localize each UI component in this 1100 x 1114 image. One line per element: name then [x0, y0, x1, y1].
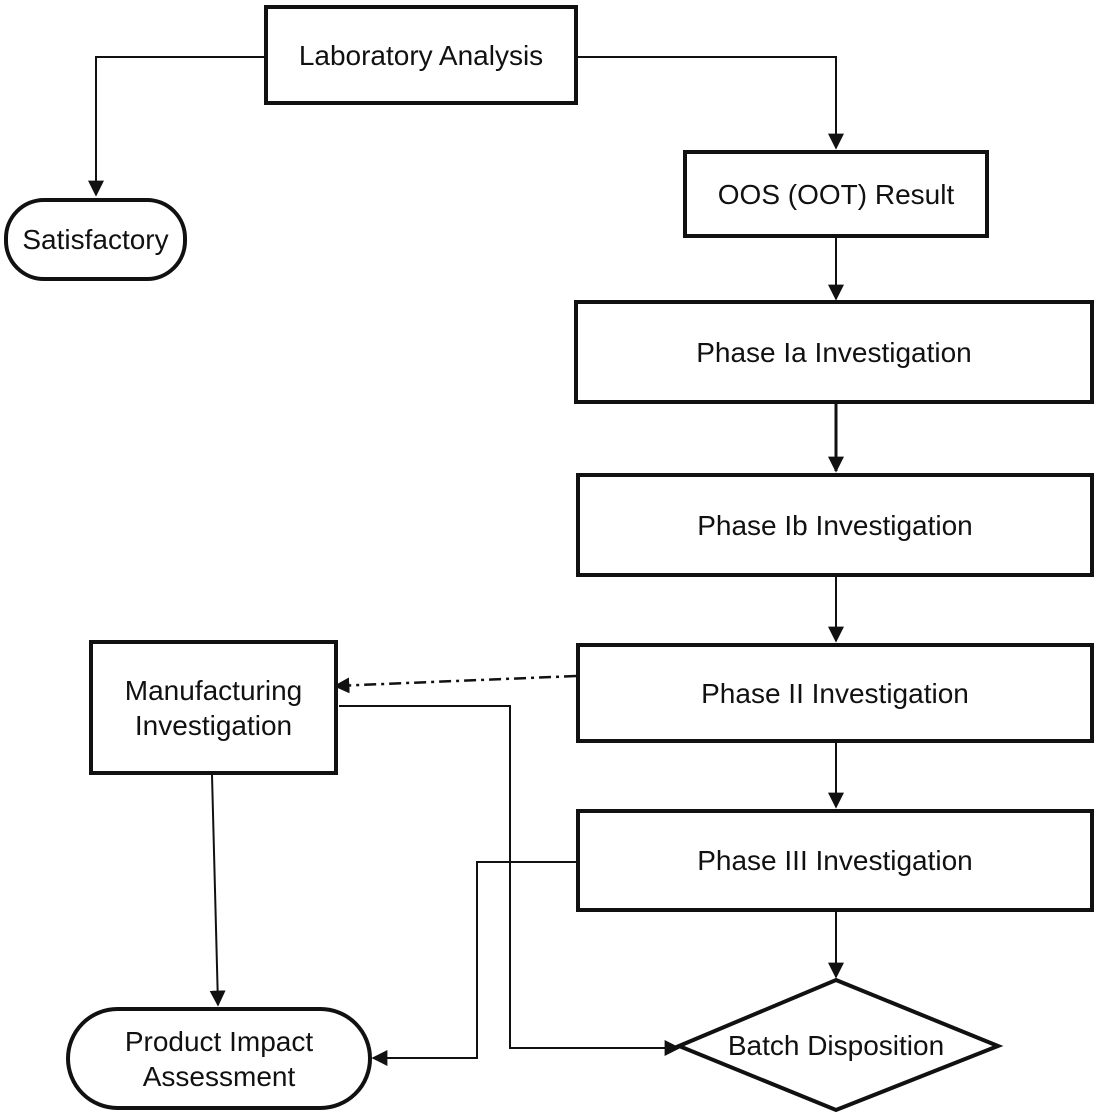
oos-result-label: OOS (OOT) Result: [717, 178, 955, 210]
connector-manufacturing-to-batch: [339, 705, 681, 1056]
batch-disposition-diamond: [673, 977, 1004, 1113]
laboratory-analysis-box: Laboratory Analysis: [264, 5, 578, 105]
phase-ia-box: Phase Ia Investigation: [574, 300, 1094, 404]
phase-iii-box: Phase III Investigation: [576, 809, 1094, 912]
satisfactory-terminal: Satisfactory: [4, 198, 187, 281]
connector-lab-to-satisfactory: [88, 56, 264, 197]
phase-ib-box: Phase Ib Investigation: [576, 473, 1094, 577]
connector-manufacturing-to-product-impact: [209, 774, 226, 1007]
manufacturing-investigation-label: Manufacturing Investigation: [124, 674, 303, 741]
connector-phase-iii-to-product-impact: [371, 861, 577, 1066]
batch-disposition-label: Batch Disposition: [727, 1030, 945, 1061]
satisfactory-label: Satisfactory: [22, 224, 169, 255]
phase-ib-label: Phase Ib Investigation: [697, 509, 973, 541]
oos-result-box: OOS (OOT) Result: [683, 150, 989, 238]
phase-iii-label: Phase III Investigation: [697, 845, 973, 876]
product-impact-label: Product Impact Assessment: [124, 1025, 314, 1092]
product-impact-terminal: Product Impact Assessment: [66, 1007, 372, 1110]
connector-lab-to-oos: [578, 56, 844, 150]
phase-ii-label: Phase II Investigation: [701, 677, 969, 709]
connector-phase-ii-to-manufacturing: [333, 674, 577, 694]
phase-ia-label: Phase Ia Investigation: [696, 336, 972, 368]
laboratory-analysis-label: Laboratory Analysis: [298, 39, 544, 71]
phase-ii-box: Phase II Investigation: [576, 643, 1094, 743]
manufacturing-investigation-box: Manufacturing Investigation: [89, 640, 338, 775]
